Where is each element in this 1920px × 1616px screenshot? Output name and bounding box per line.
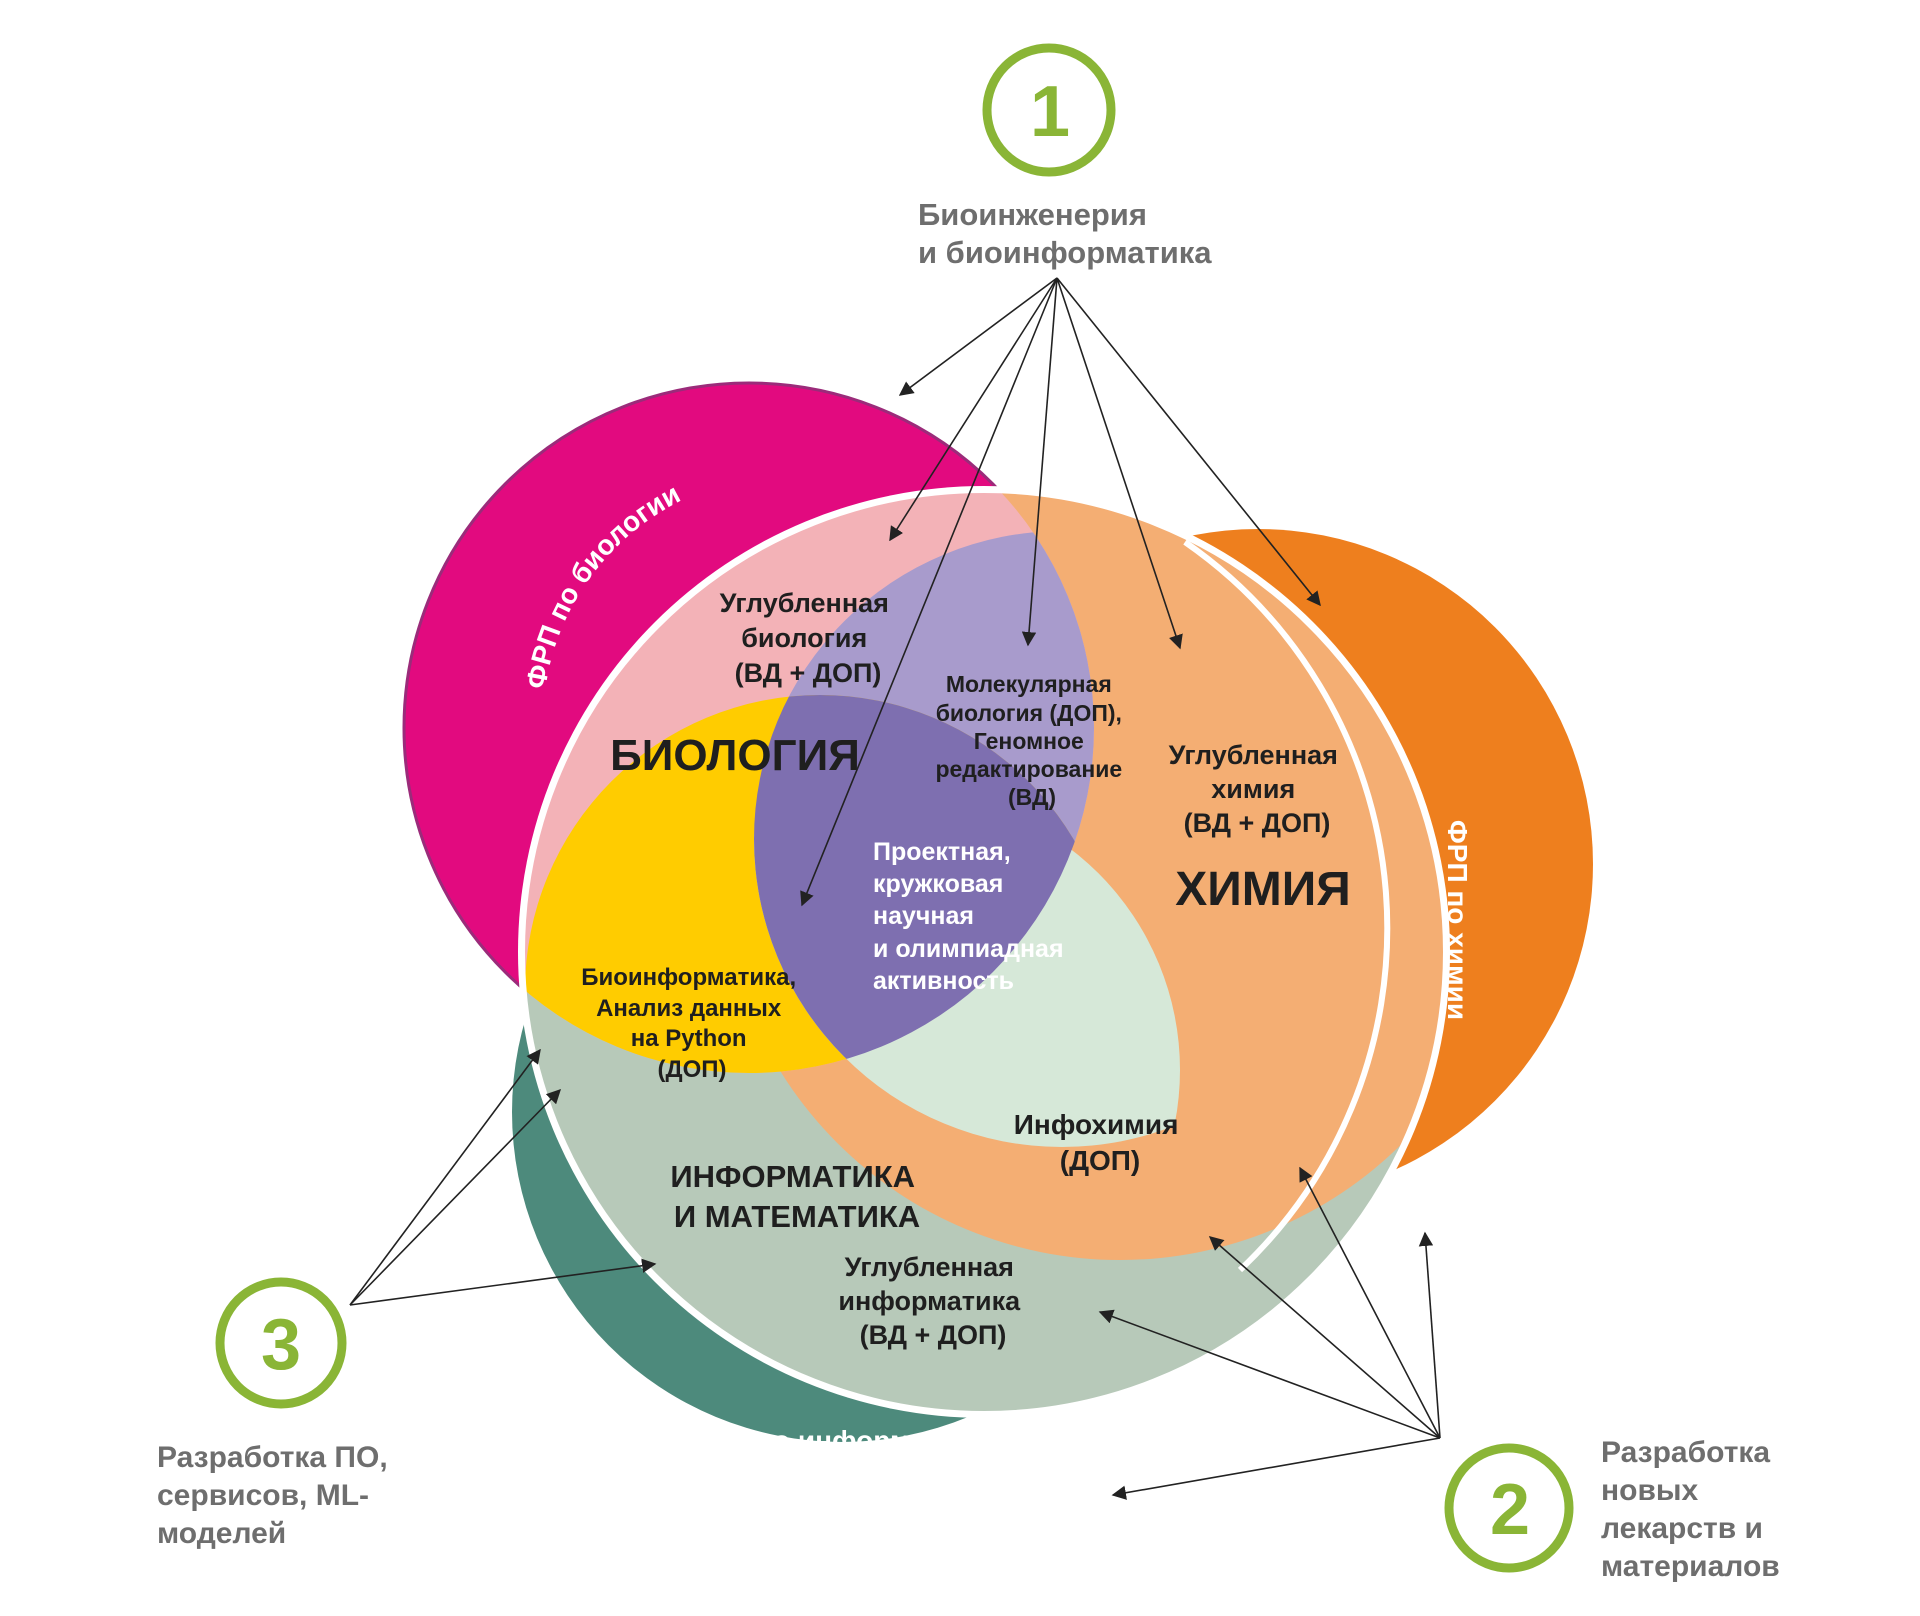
connector-arrows bbox=[349, 277, 1441, 1500]
badge-2-caption: Разработка новых лекарств и материалов bbox=[1601, 1436, 1780, 1583]
badge-1-number: 1 bbox=[1030, 72, 1070, 152]
badge-3-number: 3 bbox=[261, 1305, 301, 1385]
badge-2-number: 2 bbox=[1490, 1470, 1530, 1550]
badge-1-caption: Биоинженерия и биоинформатика bbox=[918, 197, 1212, 270]
badge-3: 3 bbox=[215, 1277, 347, 1409]
informatics-course: Углубленная информатика (ВД + ДОП) bbox=[838, 1252, 1027, 1350]
badge-3-caption: Разработка ПО, сервисов, ML- моделей bbox=[157, 1441, 396, 1550]
inner-regions bbox=[524, 492, 1444, 1412]
informatics-outer-label: ФРП по информатике bbox=[686, 1425, 987, 1456]
chemistry-divider-arc bbox=[1183, 539, 1391, 1273]
bio-info-course: Биоинформатика, Анализ данных на Python … bbox=[581, 964, 803, 1083]
main-circle-ring bbox=[519, 487, 1449, 1417]
informatics-title: ИНФОРМАТИКА И МАТЕМАТИКА bbox=[670, 1159, 923, 1234]
badge-2: 2 bbox=[1444, 1443, 1574, 1573]
bio-chem-course: Молекулярная биология (ДОП), Геномное ре… bbox=[935, 671, 1128, 810]
badge-3-circle bbox=[215, 1277, 347, 1409]
chem-info-course: Инфохимия (ДОП) bbox=[1014, 1109, 1186, 1176]
biology-title: БИОЛОГИЯ bbox=[610, 731, 860, 780]
badge-1: 1 bbox=[982, 43, 1116, 177]
biology-course: Углубленная биология (ВД + ДОП) bbox=[720, 588, 897, 688]
chemistry-outer-label: ФРП по химии bbox=[1442, 820, 1473, 1020]
center-overlap bbox=[754, 695, 1094, 1073]
badge-1-circle bbox=[982, 43, 1116, 177]
center-course: Проектная, кружковая научная и олимпиадн… bbox=[873, 838, 1071, 995]
badge-2-circle bbox=[1444, 1443, 1574, 1573]
chemistry-course: Углубленная химия (ВД + ДОП) bbox=[1169, 740, 1346, 838]
chemistry-title: ХИМИЯ bbox=[1175, 863, 1351, 916]
